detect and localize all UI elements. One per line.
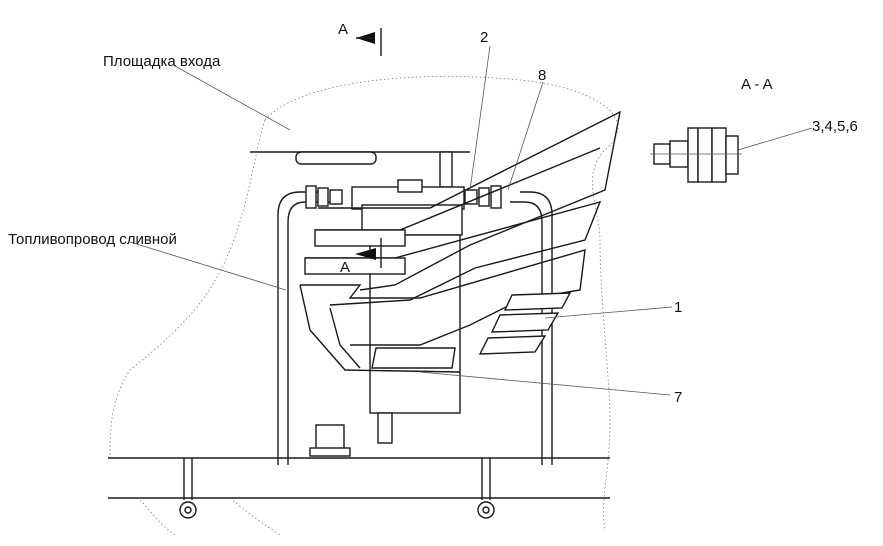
filter-housing — [351, 179, 465, 444]
section-label-top: A — [338, 21, 348, 38]
section-label-mid: A — [340, 259, 350, 276]
section-marker-mid — [355, 238, 382, 268]
fuel-line-label: Топливопровод сливной — [8, 231, 177, 248]
platform-bracket — [250, 151, 470, 188]
eye-bolt-left — [179, 458, 197, 519]
callout-7: 7 — [674, 389, 682, 406]
platform-label: Площадка входа — [103, 53, 221, 70]
section-detail — [650, 127, 742, 183]
callout-1: 1 — [674, 299, 682, 316]
callout-3456: 3,4,5,6 — [812, 118, 858, 135]
eye-bolt-right — [477, 458, 495, 519]
section-view-title: A - A — [741, 76, 773, 93]
leader-lines — [129, 45, 813, 396]
section-marker-top — [356, 28, 382, 56]
platform-outline — [109, 75, 618, 536]
callout-8: 8 — [538, 67, 546, 84]
shield-plates — [299, 110, 621, 373]
callout-2: 2 — [480, 29, 488, 46]
